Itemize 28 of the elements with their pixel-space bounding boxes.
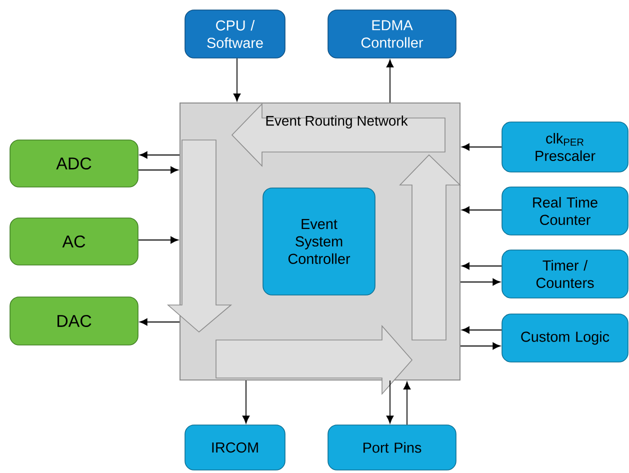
module-box: IRCOM [184, 424, 286, 470]
arrow [138, 166, 178, 174]
arrow [462, 262, 502, 270]
arrow [386, 60, 394, 103]
arrow [462, 143, 502, 151]
arrow [460, 342, 500, 350]
arrow [140, 151, 180, 159]
arrow [138, 236, 178, 244]
module-box: Port Pins [328, 424, 456, 470]
module-box: Timer / Counters [502, 250, 628, 298]
controller-box: Event System Controller [262, 188, 376, 296]
arrow [403, 382, 411, 426]
arrow [242, 380, 250, 424]
panel-title: Event Routing Network [266, 116, 408, 128]
arrow [386, 380, 394, 424]
arrow [140, 318, 180, 326]
module-box: ADC [10, 140, 138, 188]
arrow [462, 206, 502, 214]
module-box: clk$_{PER}$ Prescaler [502, 122, 628, 172]
arrow [462, 326, 502, 334]
arrow [233, 58, 241, 102]
module-box: EDMA Controller [328, 10, 456, 58]
module-box: AC [10, 218, 138, 266]
module-box: CPU / Software [184, 10, 286, 58]
module-box: Real Time Counter [502, 186, 628, 236]
module-box: Custom Logic [502, 314, 628, 362]
arrow [460, 278, 500, 286]
module-box: DAC [10, 296, 138, 346]
